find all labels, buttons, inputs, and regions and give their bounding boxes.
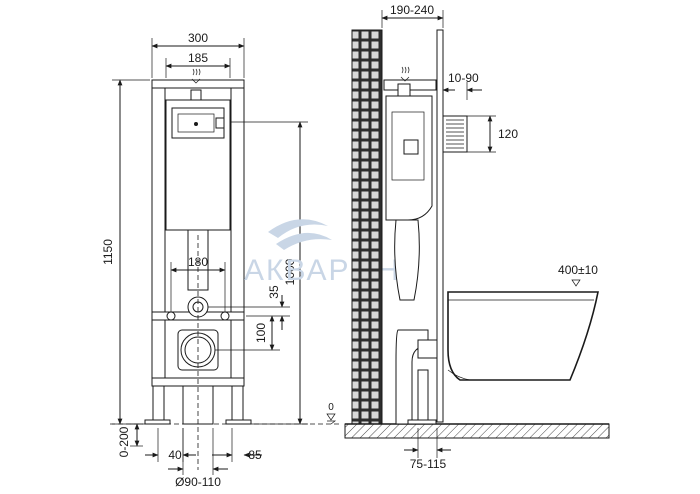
side-foot xyxy=(407,419,437,425)
dim-frame-width: 300 xyxy=(151,31,245,78)
dim-depth-label: 190-240 xyxy=(390,3,434,17)
stud-bolt-right xyxy=(220,311,230,321)
dim-support-height: 1000 xyxy=(230,121,308,425)
flush-button-housing xyxy=(442,115,468,153)
watermark-wave-icon xyxy=(268,219,332,250)
left-leg xyxy=(152,385,165,425)
floor-level-label: 0 xyxy=(328,402,334,413)
dim-leg-adjust: 0-200 xyxy=(117,423,143,457)
bowl-height-marker xyxy=(571,279,581,287)
dim-total-height-label: 1150 xyxy=(101,239,115,265)
right-foot xyxy=(225,419,252,425)
flush-button-ribs xyxy=(446,119,464,149)
dim-total-height: 1150 xyxy=(101,79,150,425)
left-frame-post xyxy=(151,79,166,386)
dim-outlet-offset-label: 85 xyxy=(248,448,262,462)
right-leg xyxy=(231,385,244,425)
dim-drain-spacing-label: 180 xyxy=(188,255,208,269)
cistern-float xyxy=(403,139,419,155)
dim-leg-offset-label: 40 xyxy=(168,448,182,462)
flush-actuator xyxy=(215,117,225,129)
dim-leg-adjust-label: 0-200 xyxy=(117,426,131,457)
dim-leg-offset: 40 xyxy=(145,428,196,462)
side-water-inlet xyxy=(397,83,411,97)
dim-outlet-height-label: 100 xyxy=(254,323,268,343)
dim-outlet-height: 100 xyxy=(215,315,280,351)
dim-bowl-height: 400±10 xyxy=(558,263,598,287)
dim-pipe-offset: 75-115 xyxy=(404,428,451,471)
dim-flush-height-label: 120 xyxy=(498,127,518,141)
watermark-text: АКВАРМНК xyxy=(244,254,420,287)
wall-hung-bowl xyxy=(447,291,599,381)
right-frame-post xyxy=(230,79,245,386)
top-frame-bar xyxy=(151,79,245,89)
dim-outlet-diameter: Ø90-110 xyxy=(168,428,228,489)
floor-slab xyxy=(344,423,610,439)
dim-flush-offset: 10-90 xyxy=(442,71,482,100)
drain-connector xyxy=(417,339,438,359)
cistern-inner xyxy=(391,111,425,181)
dim-outlet-offset: 85 xyxy=(212,428,262,462)
water-inlet-symbol xyxy=(191,68,201,84)
dim-outlet-diameter-label: Ø90-110 xyxy=(175,475,221,489)
brick-wall xyxy=(351,29,383,425)
floor-level-mark: 0 xyxy=(326,402,337,425)
dim-support-height-label: 1000 xyxy=(283,258,297,285)
watermark: АКВАРМНК xyxy=(244,219,420,287)
side-view: 190-240 10-90 120 400±10 0 xyxy=(326,3,610,471)
dim-bowl-height-label: 400±10 xyxy=(558,263,598,277)
flush-valve xyxy=(194,122,198,126)
dim-frame-width-label: 300 xyxy=(188,31,208,45)
side-leg xyxy=(417,369,429,425)
front-panel xyxy=(436,29,444,423)
left-foot xyxy=(144,419,171,425)
front-view: 300 185 1150 1000 180 xyxy=(101,31,340,489)
dim-inner-width-label: 185 xyxy=(188,51,208,65)
flush-plate-mount xyxy=(171,107,225,139)
dim-pipe-offset-label: 75-115 xyxy=(410,457,447,471)
cistern-side xyxy=(385,95,433,221)
stud-bolt-left xyxy=(166,311,176,321)
dim-inner-width: 185 xyxy=(165,51,231,78)
dim-drain-spacing: 180 xyxy=(170,255,226,312)
dim-flush-offset-label: 10-90 xyxy=(448,71,479,85)
water-inlet xyxy=(190,89,202,101)
side-flush-pipe xyxy=(394,219,420,301)
dim-depth: 190-240 xyxy=(381,3,444,28)
flush-plate-inner xyxy=(177,113,215,133)
side-water-inlet-symbol xyxy=(400,66,410,82)
bowl-base xyxy=(447,369,471,381)
dim-flush-height: 120 xyxy=(467,115,518,153)
dim-drain-offset: 35 xyxy=(208,285,290,330)
dim-drain-offset-label: 35 xyxy=(267,285,281,299)
